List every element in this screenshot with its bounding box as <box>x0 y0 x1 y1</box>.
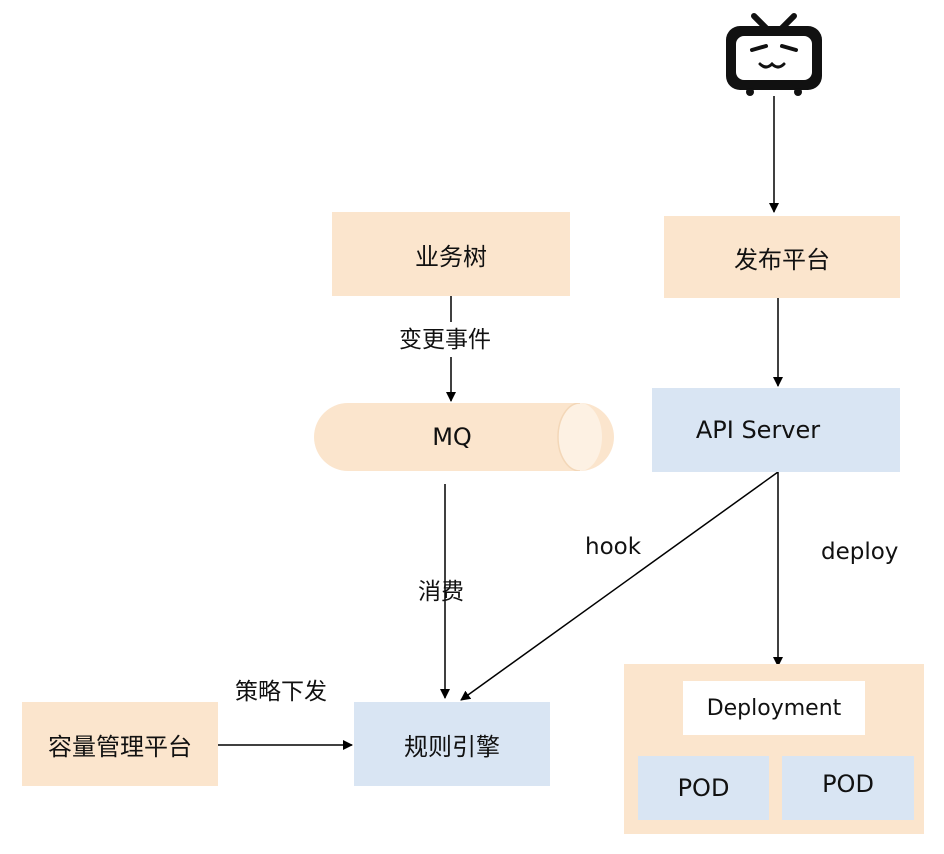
deployment-label: Deployment <box>706 695 842 721</box>
pod-2-label: POD <box>822 770 874 798</box>
edge-label-deploy: deploy <box>821 539 899 565</box>
mq-label: MQ <box>432 423 472 451</box>
release-platform-label: 发布平台 <box>734 245 830 274</box>
api-server-label: API Server <box>695 416 821 444</box>
capacity-platform-label: 容量管理平台 <box>48 732 192 761</box>
edge-label-hook: hook <box>585 534 642 560</box>
bilibili-tv-icon <box>726 13 822 96</box>
pod-node-1: POD <box>638 756 769 820</box>
deployment-node: Deployment <box>683 681 865 735</box>
arrow-hook <box>460 471 779 701</box>
business-tree-node: 业务树 <box>332 212 570 296</box>
api-server-node: API Server <box>652 388 900 472</box>
rule-engine-label: 规则引擎 <box>404 732 500 761</box>
edge-label-change-event: 变更事件 <box>399 327 491 353</box>
rule-engine-node: 规则引擎 <box>354 702 550 786</box>
edge-label-strategy-dispatch: 策略下发 <box>235 679 327 705</box>
pod-1-label: POD <box>677 774 730 802</box>
edge-label-consume: 消费 <box>418 579 464 605</box>
mq-queue-node <box>314 403 614 471</box>
release-platform-node: 发布平台 <box>664 216 900 298</box>
capacity-platform-node: 容量管理平台 <box>22 702 218 786</box>
pod-node-2: POD <box>782 756 914 820</box>
business-tree-label: 业务树 <box>415 242 487 271</box>
